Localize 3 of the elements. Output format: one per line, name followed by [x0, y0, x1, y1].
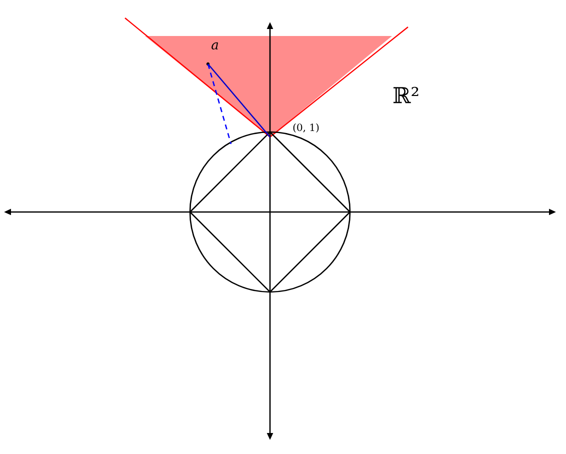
coordinate-label: (0, 1) [293, 123, 319, 133]
point-label: a [212, 42, 218, 50]
space-label: ℝ² [393, 86, 418, 104]
